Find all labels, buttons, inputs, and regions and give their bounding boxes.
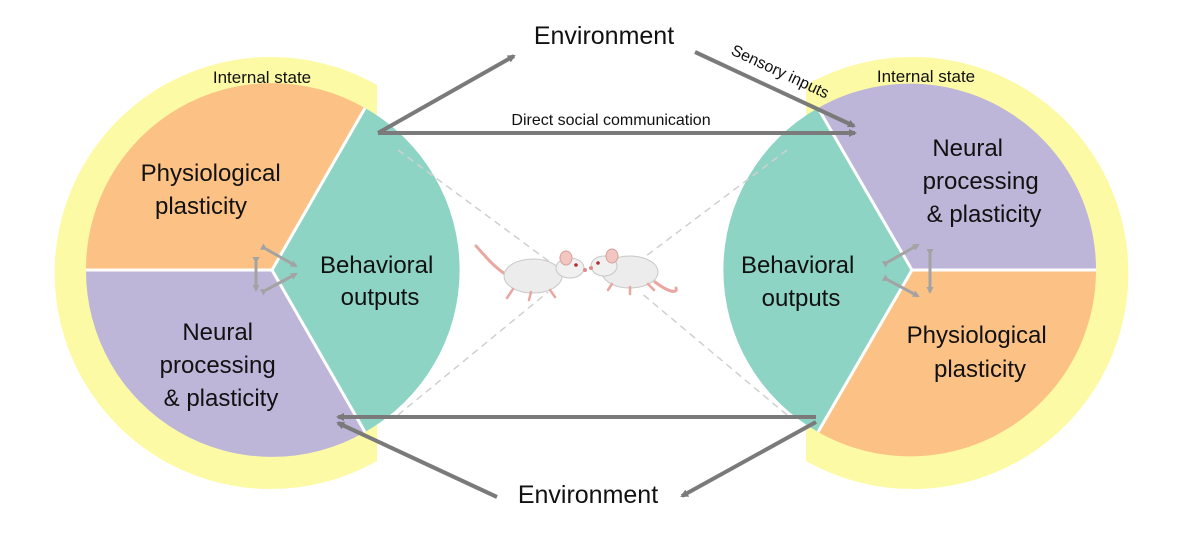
left-organism: Internal state Physiological plasticity … xyxy=(54,57,460,489)
left-sector-dividers xyxy=(86,107,367,433)
environment-top-label: Environment xyxy=(534,22,674,50)
left-neural-sector xyxy=(85,270,366,457)
field-of-view-lines xyxy=(397,149,788,416)
environment-bottom-label: Environment xyxy=(518,481,658,509)
direct-social-communication-label: Direct social communication xyxy=(511,112,710,129)
flow-arrows xyxy=(336,50,857,499)
left-physiological-sector xyxy=(85,83,366,271)
right-neural-label: Neural processing & plasticity xyxy=(923,135,1046,228)
left-internal-state-label: Internal state xyxy=(213,68,311,87)
arrow-environment-to-left xyxy=(336,421,498,499)
right-neural-sector xyxy=(818,83,1097,271)
arrow-behavior-to-environment-bottom xyxy=(680,420,817,498)
arrow-behavior-to-environment-top xyxy=(377,54,516,135)
arrow-sensory-inputs xyxy=(694,50,856,128)
left-internal-arrows-icon xyxy=(252,243,298,296)
right-physiological-sector xyxy=(818,270,1097,457)
right-mouse-icon xyxy=(589,248,678,296)
right-sector-dividers xyxy=(816,107,1096,433)
right-physiological-label: Physiological plasticity xyxy=(907,322,1054,383)
right-organism: Internal state Neural processing & plast… xyxy=(723,57,1129,490)
right-internal-arrows-icon xyxy=(881,243,934,298)
left-mouse-icon xyxy=(474,244,587,302)
left-physiological-label: Physiological plasticity xyxy=(141,160,288,220)
left-behavioral-label: Behavioral outputs xyxy=(320,252,440,311)
left-neural-label: Neural processing & plasticity xyxy=(160,319,283,412)
right-internal-state-label: Internal state xyxy=(877,67,975,86)
right-behavioral-label: Behavioral outputs xyxy=(741,252,861,312)
